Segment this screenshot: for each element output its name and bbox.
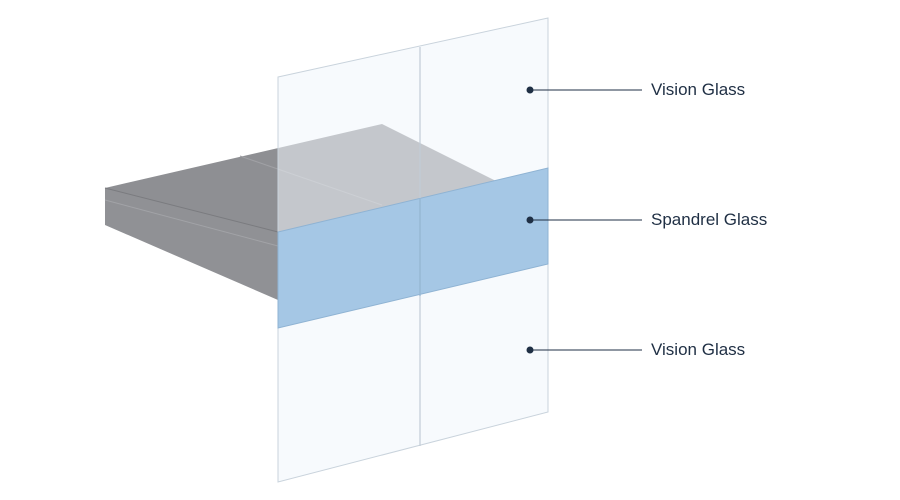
spandrel-glass-panel [277,167,549,329]
slab-top-edge [104,187,279,233]
label-vision-glass-bottom: Vision Glass [651,340,745,359]
slab-seam [104,199,279,247]
callout-vision-top: Vision Glass [526,80,745,99]
glass-panels [277,17,549,483]
label-spandrel-glass: Spandrel Glass [651,210,767,229]
slab-front-face [105,188,278,300]
callout-vision-bottom: Vision Glass [526,340,745,359]
callout-spandrel: Spandrel Glass [526,210,767,229]
label-vision-glass-top: Vision Glass [651,80,745,99]
